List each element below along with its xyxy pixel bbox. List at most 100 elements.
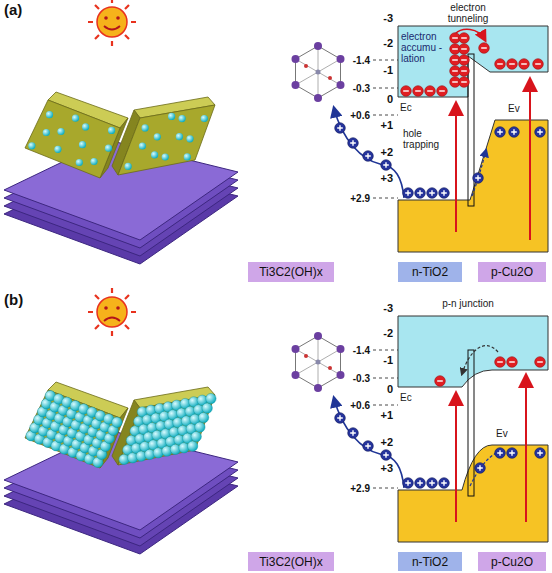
hole (403, 478, 414, 489)
cu2o-particle (184, 153, 191, 160)
plus-sign (350, 140, 356, 146)
cu2o-particle (195, 422, 205, 432)
plus-sign (497, 129, 503, 135)
minus-sign (537, 361, 543, 362)
band-edge: Ec (400, 102, 412, 113)
plus-sign (365, 153, 371, 159)
plus-sign (365, 443, 371, 449)
minus-sign (452, 70, 458, 71)
frown (104, 318, 120, 322)
energy-level: +0.6 (350, 110, 370, 121)
hole (439, 478, 450, 489)
electron (459, 66, 470, 77)
minus-sign (535, 63, 541, 64)
cu2o-dots (28, 111, 208, 170)
smile (104, 26, 120, 30)
excitation-arrow (455, 104, 457, 232)
cu2o-particle (43, 129, 50, 136)
hole (495, 448, 506, 459)
cu2o-spheres (26, 391, 216, 468)
cu2o-particle (187, 441, 197, 451)
cu2o-particle (162, 153, 169, 160)
band-diagram (334, 26, 548, 252)
energy-level: -1.4 (353, 345, 370, 356)
electron (459, 77, 470, 88)
electron (425, 86, 436, 97)
axis-tick: -1 (383, 354, 393, 366)
minus-sign (521, 63, 527, 64)
plus-sign (511, 129, 517, 135)
electron-flow (462, 346, 498, 374)
hole (363, 151, 374, 162)
plus-sign (405, 480, 411, 486)
band-edge: Ec (400, 392, 412, 403)
hole (381, 450, 392, 461)
hole (535, 127, 546, 138)
electron (507, 59, 518, 70)
crystal-structure (292, 42, 345, 102)
minus-sign (509, 361, 515, 362)
minus-sign (497, 63, 503, 64)
minus-sign (481, 47, 487, 48)
material-name: Ti3C2(OH)x (259, 555, 323, 569)
hole (348, 428, 359, 439)
minus-sign (452, 59, 458, 60)
minus-sign (415, 90, 421, 91)
cu2o-particle (198, 412, 208, 422)
minus-sign (439, 90, 445, 91)
minus-sign (437, 380, 443, 381)
hole (403, 188, 414, 199)
axis-tick: -2 (383, 327, 393, 339)
plus-sign (417, 480, 423, 486)
electron (519, 59, 530, 70)
minus-sign (497, 361, 503, 362)
axis-tick: -2 (383, 37, 393, 49)
hole (363, 441, 374, 452)
level-lines (373, 60, 398, 198)
cu2o-particle (151, 151, 158, 158)
material-box: Ti3C2(OH)x (248, 552, 334, 571)
minus-sign (452, 81, 458, 82)
material-name: Ti3C2(OH)x (259, 265, 323, 279)
band-edge: Ev (508, 103, 520, 114)
energy-level: +2.9 (350, 193, 370, 204)
hole (427, 188, 438, 199)
band-edge: Ev (496, 428, 508, 439)
sun-icon (88, 288, 136, 336)
charge-carriers (335, 357, 546, 489)
minus-sign (461, 48, 467, 49)
sun-icon (88, 0, 136, 46)
panel-label: (a) (4, 2, 22, 19)
energy-level: +2.9 (350, 483, 370, 494)
cu2o-particle (90, 158, 97, 165)
cu2o-particle (76, 159, 83, 166)
cu2o-particle (186, 135, 193, 142)
material-name: p-Cu2O (491, 265, 533, 279)
hole (335, 413, 346, 424)
conduction-band (398, 26, 548, 97)
trapping-arrow (334, 108, 404, 198)
electron (495, 357, 506, 368)
energy-level: -0.3 (353, 83, 370, 94)
cu2o-particle (179, 115, 186, 122)
hole (415, 188, 426, 199)
minus-sign (509, 63, 515, 64)
plus-sign (383, 162, 389, 168)
plus-sign (537, 450, 543, 456)
axis-tick: +1 (380, 119, 393, 131)
cu2o-particle (139, 142, 146, 149)
level-lines (373, 350, 398, 488)
annotation: hole trapping (403, 128, 443, 150)
tio2-blocks (25, 92, 215, 178)
annotation: electron tunneling (437, 2, 499, 24)
minus-sign (427, 90, 433, 91)
electron (459, 33, 470, 44)
minus-sign (461, 70, 467, 71)
electron (459, 44, 470, 55)
cu2o-particle (154, 133, 161, 140)
electron (535, 357, 546, 368)
hole (473, 173, 484, 184)
axis-tick: +1 (380, 409, 393, 421)
